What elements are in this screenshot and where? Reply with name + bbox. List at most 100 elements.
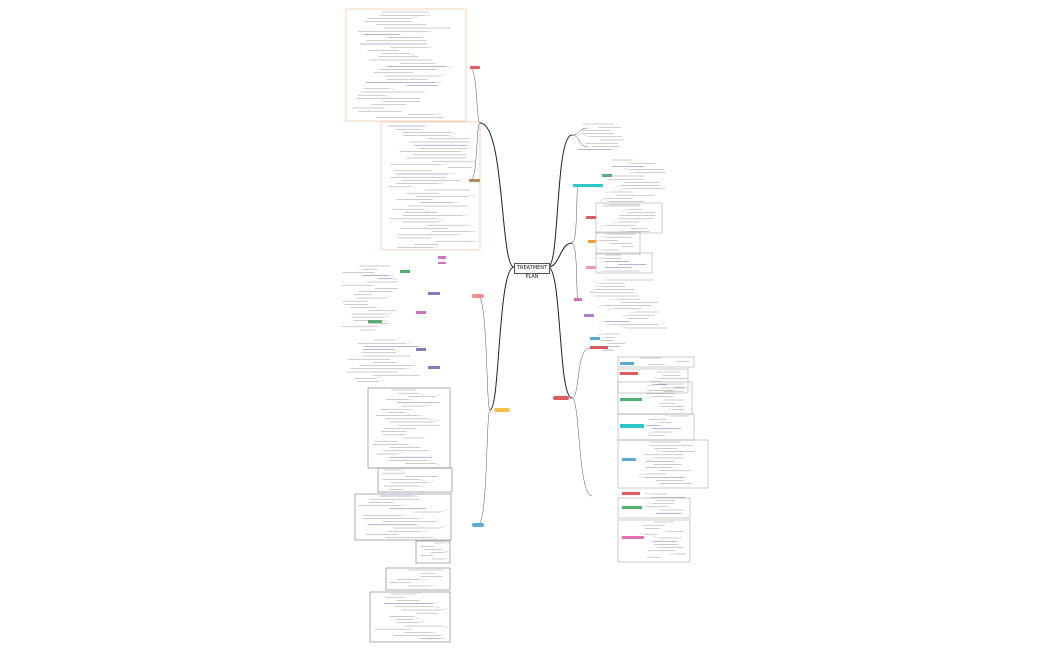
leaf-connector (412, 616, 420, 620)
root-node[interactable]: TREATMENT PLAN (514, 263, 550, 280)
group-frame-right-2 (595, 231, 641, 255)
node-orange-r3[interactable] (588, 240, 596, 243)
leaf-connector (434, 463, 442, 467)
leaf-connector (603, 233, 610, 235)
node-blue-r9[interactable] (620, 362, 634, 365)
node-red-r8[interactable] (590, 346, 608, 349)
group-frame-right-8 (617, 439, 709, 489)
leaf-connector (443, 542, 450, 544)
leaf-connector (646, 396, 653, 399)
leaf-connector (388, 273, 396, 276)
node-magenta-l3[interactable] (416, 311, 426, 314)
leaf-connector (409, 409, 416, 413)
leaf-connector (445, 556, 452, 560)
leaf-connector (375, 375, 382, 379)
leaf-connector (447, 135, 454, 137)
leaf-connector (455, 233, 462, 235)
node-green-r15[interactable] (622, 506, 642, 509)
node-green-l1[interactable] (400, 270, 410, 273)
leaf-connector (619, 188, 626, 191)
leaf-connector (424, 404, 431, 407)
node-purple-l6[interactable] (428, 366, 440, 369)
leaf-connector (415, 591, 423, 595)
group-frame-low-left-1 (415, 540, 451, 564)
leaf-connector (643, 492, 651, 495)
node-red-top[interactable] (470, 66, 480, 69)
node-purple-l5[interactable] (416, 348, 426, 351)
leaf-connector (426, 460, 433, 462)
leaf-connector (427, 584, 434, 587)
leaf-connector (432, 245, 439, 248)
node-blue-r13[interactable] (622, 458, 636, 461)
node-pink-r16[interactable] (622, 536, 644, 539)
node-teal-r12[interactable] (620, 424, 644, 428)
leaf-connector (383, 314, 391, 318)
leaf-connector (653, 422, 661, 425)
node-blue-low[interactable] (472, 523, 484, 527)
node-green-r11[interactable] (620, 398, 642, 401)
leaf-connector (597, 305, 604, 309)
leaf-lines (341, 11, 695, 640)
leaf-connector (443, 550, 450, 553)
leaf-connector (417, 393, 424, 397)
secondary-branches (469, 67, 593, 526)
leaf-connector (600, 198, 607, 201)
group-frame-top-left (345, 8, 467, 122)
node-red-right[interactable] (553, 396, 569, 400)
node-purple-l2[interactable] (428, 292, 440, 295)
group-frame-mid-left-1 (367, 387, 451, 469)
node-magenta-r5[interactable] (574, 298, 582, 301)
leaf-connector (594, 240, 601, 242)
leaf-connector (597, 333, 604, 337)
node-yellow[interactable] (494, 408, 510, 412)
leaf-connector (449, 132, 456, 135)
group-frame-right-9 (617, 497, 691, 519)
node-teal[interactable] (573, 184, 603, 187)
node-tan[interactable] (469, 179, 480, 182)
leaf-connector (378, 379, 385, 382)
group-frame-mid-left-3 (354, 493, 452, 541)
node-pink-r4[interactable] (586, 266, 596, 269)
leaf-connector (416, 524, 423, 528)
node-magenta-l7[interactable] (438, 256, 446, 259)
leaf-connector (384, 95, 391, 98)
leaf-connector (440, 549, 447, 553)
leaf-connector (612, 221, 619, 224)
leaf-connector (395, 452, 403, 455)
leaf-connector (639, 473, 646, 476)
leaf-connector (441, 608, 448, 611)
leaf-connector (393, 349, 400, 352)
leaf-connector (600, 174, 607, 177)
leaf-connector (434, 393, 442, 397)
leaf-connector (405, 340, 413, 344)
node-green-r1[interactable] (602, 174, 612, 177)
leaf-connector (385, 295, 392, 299)
node-red-r2[interactable] (586, 216, 596, 219)
leaf-connector (389, 88, 396, 90)
leaf-connector (598, 321, 606, 323)
leaf-connector (381, 320, 388, 322)
node-magenta-l8[interactable] (438, 262, 446, 264)
leaf-connector (601, 235, 608, 238)
leaf-connector (645, 384, 653, 388)
node-blue-r7[interactable] (590, 337, 600, 340)
leaf-connector (422, 209, 430, 213)
leaf-connector (441, 625, 449, 629)
leaf-connector (432, 601, 439, 604)
leaf-connector (404, 368, 411, 369)
leaf-connector (655, 507, 662, 511)
leaf-connector (599, 270, 606, 273)
node-red-r10[interactable] (620, 372, 638, 375)
leaf-connector (427, 480, 434, 483)
leaf-connector (392, 278, 399, 281)
node-purple-r6[interactable] (584, 314, 594, 317)
leaf-connector (404, 412, 411, 416)
group-frame-mid-left-2 (377, 467, 453, 493)
node-salmon-mid[interactable] (472, 294, 484, 298)
node-red-r14[interactable] (622, 492, 640, 495)
leaf-connector (629, 311, 636, 314)
leaf-connector (433, 113, 440, 115)
leaf-connector (621, 325, 628, 329)
node-green-l4[interactable] (368, 320, 382, 323)
